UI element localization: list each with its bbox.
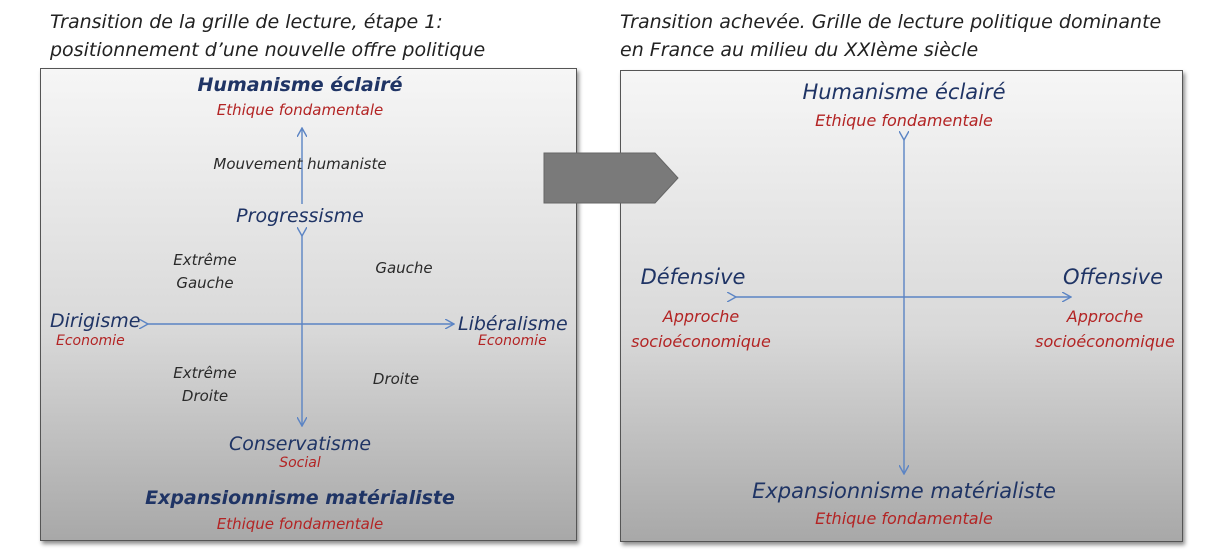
right-east-subtitle-line1: Approche [1066,307,1144,326]
right-west-title: Défensive [640,265,746,289]
left-extreme-left-line2: Gauche [176,274,234,292]
left-right-wing-label: Droite [372,370,420,388]
left-top-subtitle: Ethique fondamentale [216,101,384,119]
left-extreme-right-line2: Droite [181,387,229,405]
right-bottom-title: Expansionnisme matérialiste [752,479,1056,503]
left-bottom-subtitle: Ethique fondamentale [216,515,384,533]
right-caption-line1: Transition achevée. Grille de lecture po… [620,11,1162,33]
left-extreme-left-line1: Extrême [173,251,237,269]
left-diagram-panel [40,68,577,541]
left-extreme-right-line1: Extrême [173,364,237,382]
left-top-title: Humanisme éclairé [197,74,403,96]
left-left-wing-label: Gauche [375,259,433,277]
left-west-title: Dirigisme [50,310,141,332]
right-top-title: Humanisme éclairé [802,80,1006,104]
left-west-subtitle: Economie [56,333,125,349]
right-top-subtitle: Ethique fondamentale [815,111,993,130]
left-east-title: Libéralisme [458,313,568,335]
left-east-subtitle: Economie [478,333,547,349]
transition-arrow-icon [543,152,679,204]
right-east-subtitle: Approche socioéconomique [1030,304,1180,354]
right-west-subtitle: Approche socioéconomique [626,304,776,354]
left-extreme-left-label: Extrême Gauche [145,249,265,295]
right-east-title: Offensive [1062,265,1164,289]
right-caption-line2: en France au milieu du XXIème siècle [620,39,979,61]
left-bottom-title: Expansionnisme matérialiste [145,487,455,509]
left-caption: Transition de la grille de lecture, étap… [50,11,486,61]
right-west-subtitle-line2: socioéconomique [631,332,771,351]
right-west-subtitle-line1: Approche [662,307,740,326]
left-movement-label: Mouvement humaniste [213,155,387,173]
right-east-subtitle-line2: socioéconomique [1035,332,1175,351]
left-extreme-right-label: Extrême Droite [145,362,265,408]
right-bottom-subtitle: Ethique fondamentale [815,509,993,528]
left-progressive-label: Progressisme [236,205,364,227]
right-caption: Transition achevée. Grille de lecture po… [620,8,1210,64]
left-conservative-subtitle: Social [279,455,321,471]
left-conservative-label: Conservatisme [228,433,372,455]
